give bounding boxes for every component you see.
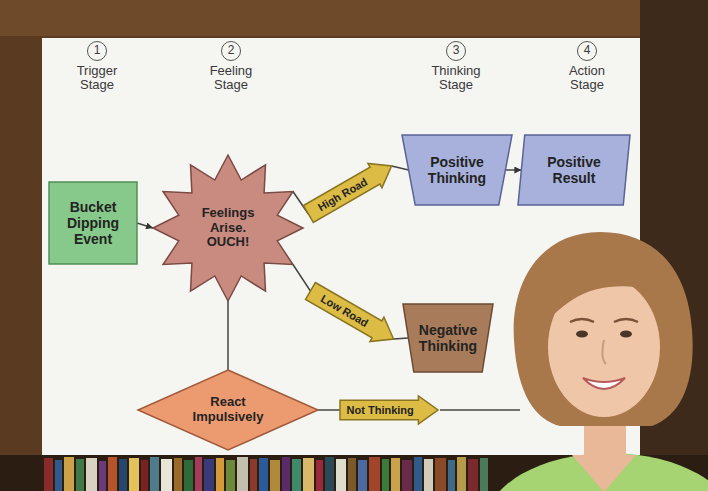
node-text: Positive Thinking <box>417 154 496 186</box>
node-text: Feelings Arise. OUCH! <box>189 206 267 251</box>
thinking-box: Positive Thinking <box>402 135 512 205</box>
node-text: Bucket Dipping Event <box>57 199 129 247</box>
connector <box>137 223 153 228</box>
stage-label: Feeling Stage <box>198 64 264 93</box>
stage-number: 4 <box>577 41 597 61</box>
road-arrow: Low Road <box>303 279 400 351</box>
feeling-star: Feelings Arise. OUCH! <box>153 155 303 301</box>
decision-diamond: React Impulsively <box>138 370 318 450</box>
smile <box>583 378 625 389</box>
stage-label: Action Stage <box>554 64 620 93</box>
stage-number: 3 <box>446 41 466 61</box>
connector <box>505 169 521 171</box>
node-text: High Road <box>316 175 370 213</box>
brow <box>614 319 638 322</box>
connector <box>392 166 409 170</box>
nose <box>602 340 606 364</box>
text-area: Positive Thinking <box>417 141 496 200</box>
connector <box>293 265 310 292</box>
stage-number: 1 <box>87 41 107 61</box>
brow <box>570 319 594 322</box>
continuation-line <box>440 409 520 411</box>
text-area: Feelings Arise. OUCH! <box>189 199 267 257</box>
road-arrow: High Road <box>301 154 398 226</box>
node-text: React Impulsively <box>178 395 279 425</box>
node-text: Negative Thinking <box>415 322 482 354</box>
node-text: Not Thinking <box>347 404 414 417</box>
collar <box>572 455 636 491</box>
text-area: React Impulsively <box>178 386 279 434</box>
eye <box>620 331 632 338</box>
stage-label: Thinking Stage <box>423 64 489 93</box>
hair <box>514 232 693 426</box>
connector <box>318 409 340 411</box>
fringe <box>546 270 660 322</box>
eye <box>576 331 588 338</box>
connector <box>394 338 409 339</box>
road-arrow: Not Thinking <box>340 396 438 424</box>
book-spines <box>44 457 488 491</box>
trigger-box: Bucket Dipping Event <box>49 182 137 264</box>
text-area: Positive Result <box>531 141 616 200</box>
node-text: Positive Result <box>531 154 616 186</box>
stage-number: 2 <box>221 41 241 61</box>
text-area: Bucket Dipping Event <box>57 188 129 258</box>
text-area: Low Road <box>308 283 381 338</box>
bookshelf <box>0 455 708 491</box>
result-box: Positive Result <box>518 135 630 205</box>
frame-top <box>0 0 708 36</box>
text-area: Not Thinking <box>344 399 417 421</box>
thinking-box: Negative Thinking <box>403 304 493 372</box>
stage-label: Trigger Stage <box>64 64 130 93</box>
text-area: High Road <box>306 167 379 222</box>
node-text: Low Road <box>319 292 371 329</box>
connector <box>227 301 229 370</box>
text-area: Negative Thinking <box>415 309 482 366</box>
